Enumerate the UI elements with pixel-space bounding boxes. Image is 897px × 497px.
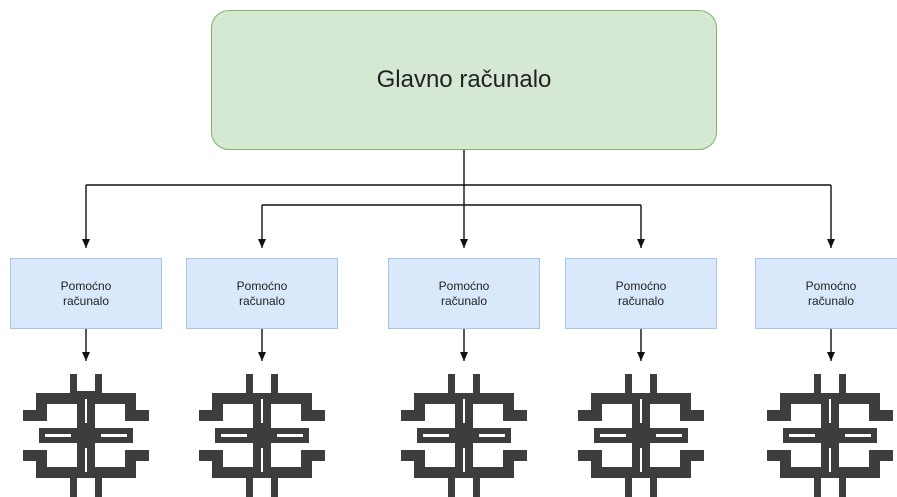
auxiliary-computer-label: Pomoćno računalo [60,278,112,308]
processor-chip-icon [401,374,527,497]
processor-chip-icon [578,374,704,497]
processor-chip-icon [199,374,325,497]
auxiliary-computer-label: Pomoćno računalo [438,278,490,308]
auxiliary-computer-node-2: Pomoćno računalo [186,258,338,329]
auxiliary-computer-node-1: Pomoćno računalo [10,258,162,329]
processor-chip-icon [23,374,149,497]
processor-chip-icon [767,374,893,497]
auxiliary-computer-node-3: Pomoćno računalo [388,258,540,329]
auxiliary-computer-node-5: Pomoćno računalo [755,258,897,329]
main-computer-node: Glavno računalo [211,10,717,150]
auxiliary-computer-label: Pomoćno računalo [615,278,667,308]
auxiliary-computer-node-4: Pomoćno računalo [565,258,717,329]
auxiliary-computer-label: Pomoćno računalo [805,278,857,308]
auxiliary-computer-label: Pomoćno računalo [236,278,288,308]
main-computer-label: Glavno računalo [376,66,552,93]
